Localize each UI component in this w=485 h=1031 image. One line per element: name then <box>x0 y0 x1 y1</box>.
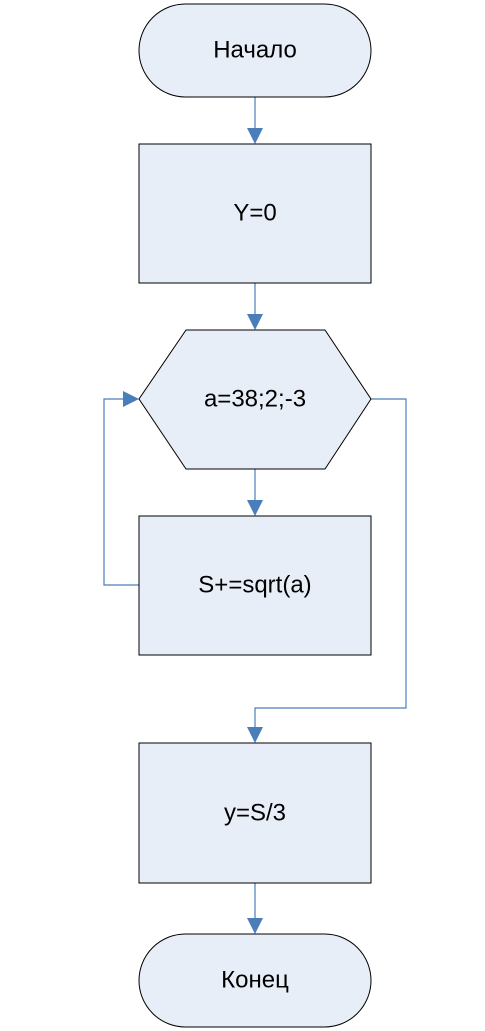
body-process-shape <box>138 515 372 656</box>
init-node: Y=0 <box>138 143 372 284</box>
loop-hexagon-shape <box>138 329 372 470</box>
result-node: y=S/3 <box>138 742 372 884</box>
end-terminator-shape <box>138 933 372 1028</box>
connector-body-return-to-loop <box>103 398 139 586</box>
connectors <box>103 97 407 934</box>
loop-node: a=38;2;-3 <box>138 329 372 470</box>
arrowhead-end <box>247 918 263 934</box>
result-process-shape <box>138 742 372 884</box>
arrowhead-init <box>247 128 263 144</box>
connector-loop-exit-to-result <box>254 398 407 729</box>
result-label: y=S/3 <box>224 800 286 827</box>
body-node: S+=sqrt(a) <box>138 515 372 656</box>
end-label: Конец <box>221 967 289 994</box>
arrowhead-body <box>247 500 263 516</box>
start-node: Начало <box>138 3 372 98</box>
loop-label: a=38;2;-3 <box>204 386 306 413</box>
arrowhead-loop-return <box>123 391 139 407</box>
body-label: S+=sqrt(a) <box>198 572 311 599</box>
init-process-shape <box>138 143 372 284</box>
arrowhead-loop <box>247 314 263 330</box>
end-node: Конец <box>138 933 372 1028</box>
start-terminator-shape <box>138 3 372 98</box>
init-label: Y=0 <box>233 200 276 227</box>
arrowhead-result <box>247 727 263 743</box>
start-label: Начало <box>213 37 297 64</box>
